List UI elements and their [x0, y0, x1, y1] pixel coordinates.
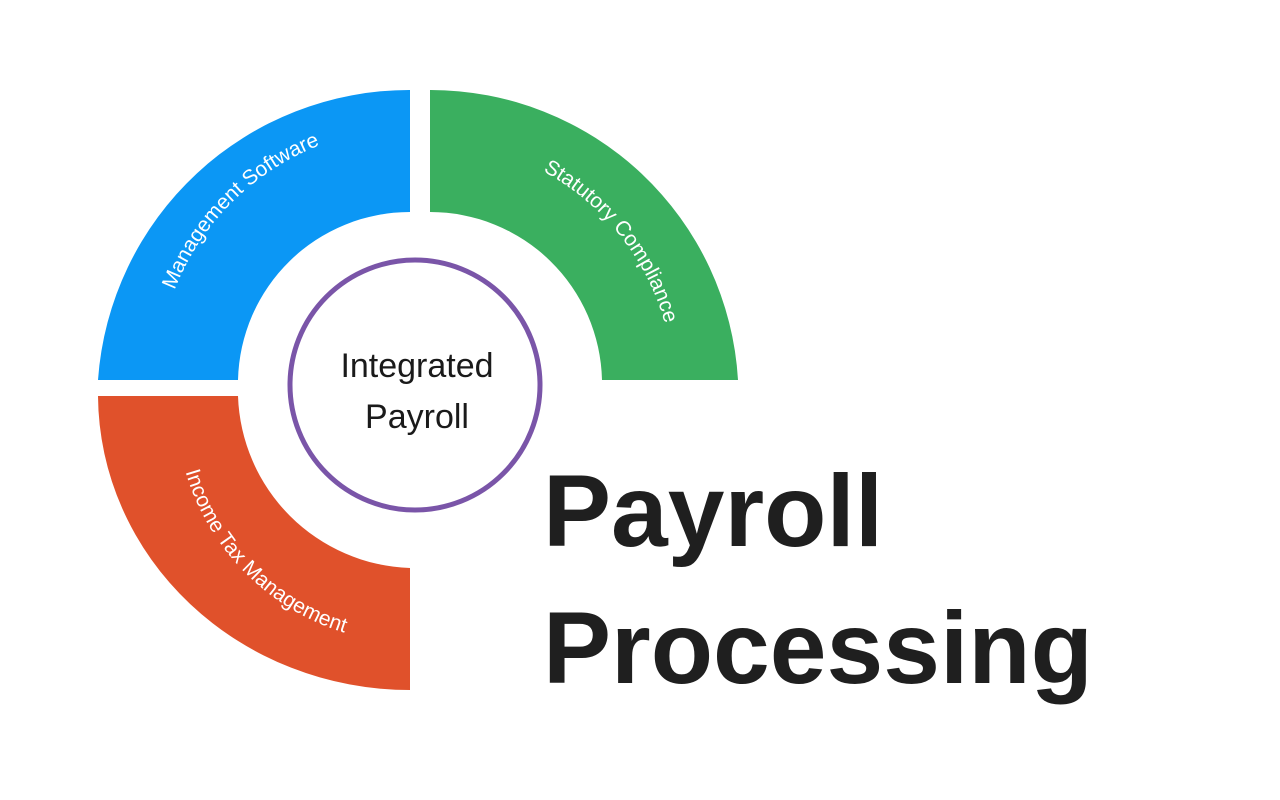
title-line2: Processing: [543, 591, 1093, 705]
center-label-line2: Payroll: [365, 398, 469, 436]
center-circle: [287, 257, 543, 513]
segment-management-software: [98, 89, 410, 381]
title-line1: Payroll: [543, 454, 883, 568]
center-label-line1: Integrated: [340, 347, 493, 385]
segment-income-tax-management: [98, 396, 410, 690]
segment-statutory-compliance: [430, 89, 738, 381]
